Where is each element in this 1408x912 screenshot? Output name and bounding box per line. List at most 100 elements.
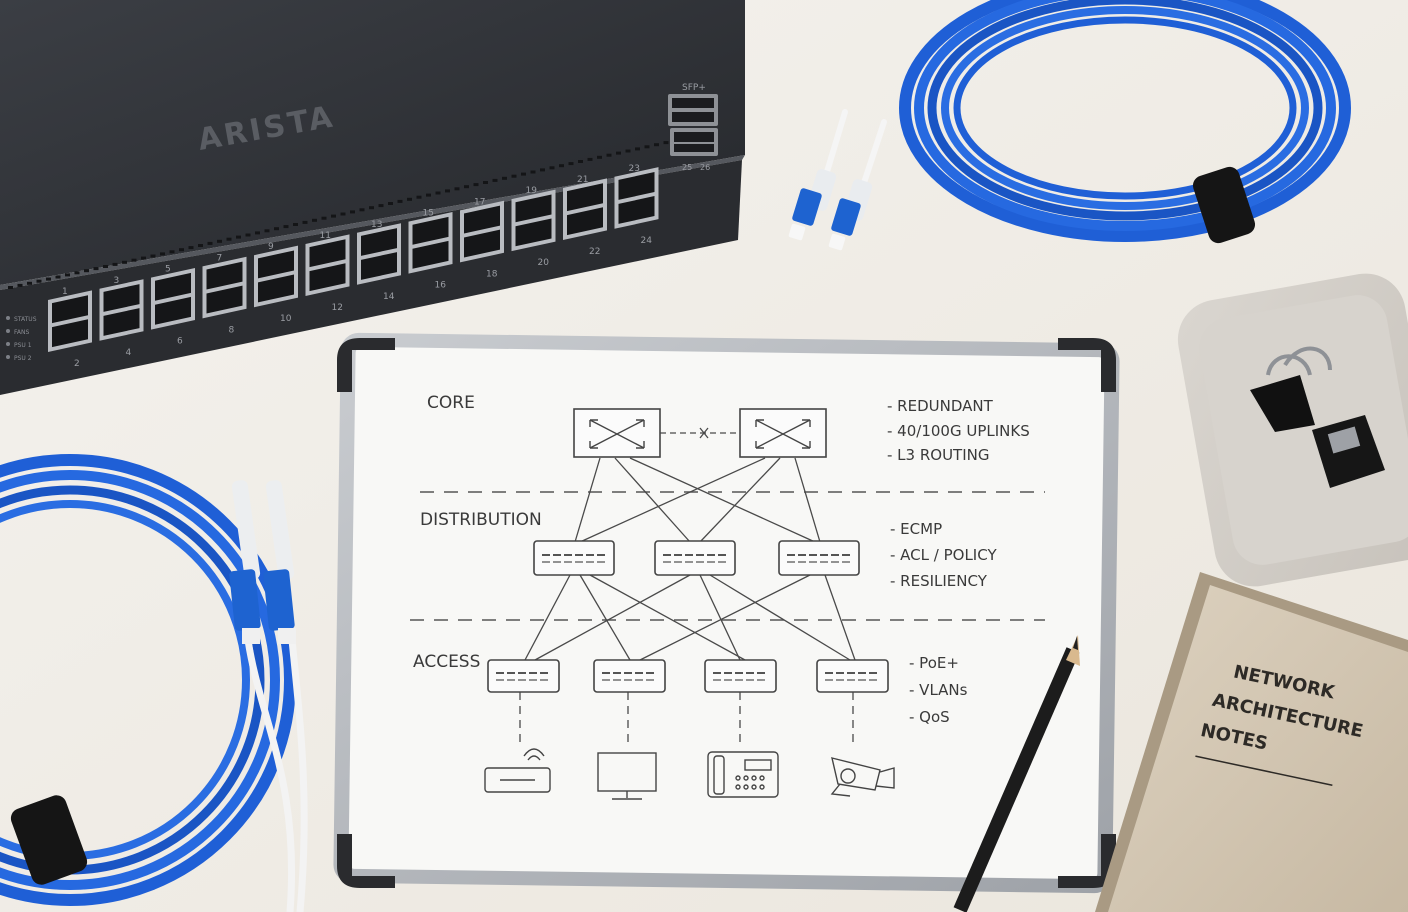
vent-hole [169, 250, 175, 254]
ip-phone-icon [707, 751, 779, 798]
camera-icon [830, 757, 895, 797]
access-switch-1 [487, 659, 560, 693]
status-led-label: FANS [14, 329, 29, 336]
vent-hole [473, 183, 479, 187]
vent-hole [55, 275, 61, 279]
vent-hole [654, 143, 659, 147]
vent-hole [84, 269, 89, 273]
vent-hole [454, 187, 460, 191]
vent-hole [46, 277, 51, 281]
access-switch-4 [816, 659, 889, 693]
port-number: 21 [577, 175, 588, 185]
vent-hole [359, 208, 365, 212]
core-note-3: - L3 ROUTING [887, 446, 990, 464]
access-point-icon [484, 748, 551, 793]
port-number: 2 [74, 359, 80, 369]
port-number: 7 [217, 253, 223, 263]
vent-hole [578, 160, 583, 163]
rj45-port-column [614, 167, 659, 229]
vent-hole [112, 262, 118, 266]
vent-hole [160, 252, 165, 256]
port-number: 17 [474, 197, 485, 207]
rj45-port-column [357, 223, 401, 285]
rj45-port-column [460, 200, 504, 263]
port-number: 10 [280, 314, 292, 324]
vent-hole [416, 195, 422, 199]
distribution-note-2: - ACL / POLICY [890, 546, 997, 564]
fiber-connector-pair-left [229, 480, 308, 912]
vent-hole [207, 241, 213, 245]
distribution-switch-3 [778, 540, 860, 576]
core-note-1: - REDUNDANT [887, 397, 994, 415]
status-led [6, 329, 10, 333]
vent-hole [606, 153, 612, 157]
vent-hole [188, 246, 194, 250]
vent-hole [245, 233, 251, 237]
blue-cable-coil-top [899, 0, 1351, 244]
distribution-switch-1 [533, 540, 615, 576]
binder-clip [1250, 346, 1332, 432]
velcro-strap-top [1192, 166, 1256, 244]
vent-hole [74, 271, 80, 275]
rj45-port-column [408, 211, 453, 274]
vent-hole [93, 267, 99, 271]
layer-label-distribution: DISTRIBUTION [420, 510, 542, 530]
vent-hole [597, 155, 602, 159]
vent-hole [492, 178, 498, 182]
vent-hole [312, 218, 317, 222]
port-number: 9 [268, 242, 274, 252]
vent-hole [17, 283, 23, 287]
topology-links [519, 427, 856, 745]
vent-hole [540, 168, 545, 172]
vent-hole [663, 141, 669, 145]
status-led [6, 342, 10, 346]
vent-hole [283, 225, 289, 229]
vent-hole [549, 166, 555, 170]
whiteboard: CORE DISTRIBUTION ACCESS - REDUNDANT - 4… [333, 332, 1120, 894]
distribution-switches [533, 540, 860, 576]
port-number: 1 [62, 287, 68, 297]
vent-hole [65, 273, 70, 277]
vent-hole [236, 235, 241, 239]
rj45-port-column [563, 178, 607, 240]
switch-port-panel [48, 167, 659, 352]
notebook: NETWORK ARCHITECTURE NOTES [1095, 572, 1408, 912]
blue-cable-coil-left [0, 454, 296, 906]
vent-hole [445, 189, 450, 193]
vent-hole [36, 279, 42, 283]
layer-label-core: CORE [427, 393, 475, 413]
desk-tray [1177, 273, 1408, 587]
pencil [953, 635, 1080, 912]
vent-hole [226, 237, 232, 241]
vent-hole [321, 216, 327, 220]
port-number: 24 [641, 236, 653, 246]
vent-hole [587, 157, 593, 161]
access-switch-2 [593, 659, 666, 693]
vent-hole [150, 254, 156, 258]
velcro-strap-left [10, 795, 88, 885]
distribution-switch-2 [654, 540, 736, 576]
vent-hole [122, 260, 127, 264]
port-number: 5 [165, 265, 171, 275]
access-switches [487, 659, 889, 693]
port-number: 22 [589, 247, 600, 257]
port-number: 19 [526, 186, 538, 196]
vent-hole [407, 197, 412, 201]
port-number: 14 [383, 292, 395, 302]
vent-hole [616, 151, 621, 155]
port-number: 11 [320, 231, 331, 241]
vent-hole [644, 145, 650, 149]
port-number: 23 [629, 164, 640, 174]
vent-hole [530, 170, 536, 174]
port-number: 3 [114, 276, 120, 286]
vent-hole [521, 172, 526, 176]
status-led [6, 316, 10, 320]
pencil-sharpener [1312, 415, 1385, 488]
status-led-label: PSU 2 [14, 355, 32, 362]
core-switch-2 [739, 408, 827, 458]
